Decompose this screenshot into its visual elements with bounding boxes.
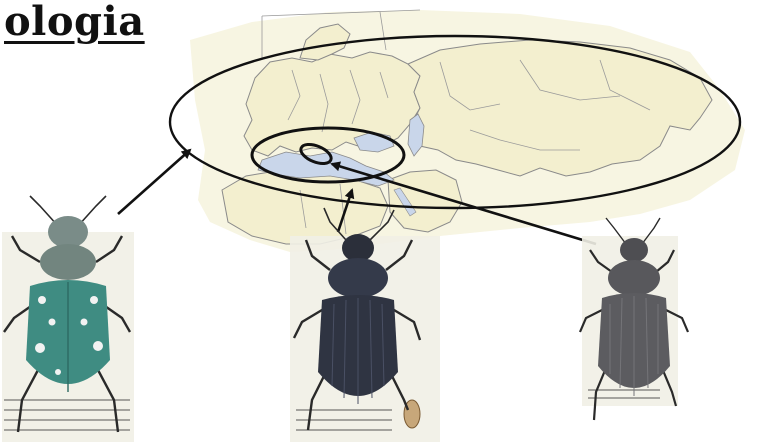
beetle-3-pronotum: [608, 260, 660, 296]
grey-beetle-icon: [580, 218, 688, 420]
eurasia-distribution-map-icon: [190, 10, 745, 252]
green-spotted-beetle-icon: [2, 196, 134, 442]
beetle-2-head: [342, 234, 374, 262]
beetle-1-pronotum: [40, 244, 96, 280]
beetle-1-head: [48, 216, 88, 248]
beetle-2-pronotum: [328, 258, 388, 298]
dark-blue-beetle-icon: [290, 208, 440, 442]
beetle-3-head: [620, 238, 648, 262]
arrow-beetle-1-to-large-range: [118, 150, 190, 214]
